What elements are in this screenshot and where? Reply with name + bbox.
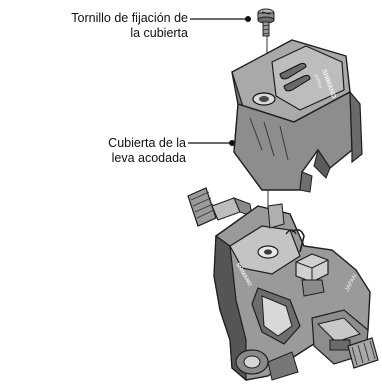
screw-label-line1: Tornillo de fijación de <box>71 11 188 25</box>
right-adjuster <box>347 337 379 369</box>
pivot-cylinder <box>235 349 299 381</box>
screw-label: Tornillo de fijación de la cubierta <box>4 11 188 41</box>
screw-label-line2: la cubierta <box>130 26 188 40</box>
cover-origin-text: JAPAN <box>312 73 323 90</box>
screw-leader-dot <box>245 16 252 23</box>
cover-ribs <box>249 117 289 161</box>
brake-body: SHIMANO JAPAN <box>187 187 379 382</box>
clamp-nut <box>295 253 329 297</box>
cover-slots <box>279 62 311 92</box>
cover-leader-dot <box>229 140 236 147</box>
cover-screw-hole <box>259 96 269 102</box>
cam-cover: SHIMANO JAPAN <box>231 39 363 193</box>
adjuster-knob <box>187 187 253 227</box>
cover-label: Cubierta de la leva acodada <box>40 136 186 166</box>
cover-label-line1: Cubierta de la <box>108 136 186 150</box>
fixing-screw <box>257 8 275 37</box>
cover-label-line2: leva acodada <box>111 151 186 165</box>
